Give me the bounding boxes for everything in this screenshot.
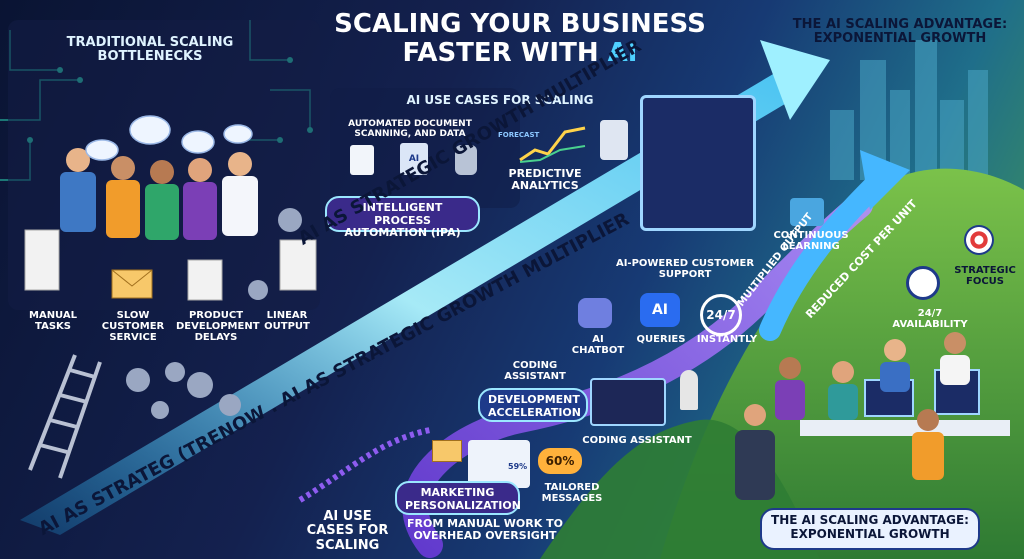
- instantly-label: INSTANTLY: [696, 334, 758, 345]
- pct60-badge: 60%: [538, 448, 582, 474]
- marketing-page-icon: [468, 440, 530, 488]
- left-header: TRADITIONAL SCALING BOTTLENECKS: [66, 35, 234, 65]
- dev-accel-pill: DEVELOPMENT ACCELERATION: [478, 388, 588, 422]
- doc-scan-label: AUTOMATED DOCUMENT SCANNING, AND DATA: [348, 119, 472, 139]
- robot-hand-icon: [455, 145, 477, 175]
- rocket-icon: [680, 370, 698, 410]
- predictive-analytics-label: PREDICTIVE ANALYTICS: [508, 167, 582, 193]
- marketing-pill: MARKETING PERSONALIZATION: [395, 481, 521, 515]
- title-line-2: FASTER WITH AI: [290, 37, 750, 68]
- bottleneck-linear-output: LINEAR OUTPUT: [264, 310, 310, 332]
- forecast-label: FORECAST: [498, 131, 540, 139]
- title-accent-ai: AI: [607, 37, 638, 68]
- bottleneck-product-development-delays: PRODUCT DEVELOPMENT DELAYS: [176, 310, 260, 343]
- microscope-icon: [600, 120, 628, 160]
- title-line-1: SCALING YOUR BUSINESS: [334, 9, 706, 39]
- bottleneck-slow-customer-service: SLOW CUSTOMER SERVICE: [101, 310, 165, 343]
- pct59-label: 59%: [508, 462, 528, 471]
- right-header: THE AI SCALING ADVANTAGE: EXPONENTIAL GR…: [792, 17, 1008, 47]
- ai-bubble-icon: AI: [640, 293, 680, 327]
- continuous-learning-label: CONTINUOUS LEARNING: [773, 230, 849, 252]
- ipa-pill: INTELLIGENT PROCESS AUTOMATION (IPA): [325, 196, 480, 239]
- document-icon: [350, 145, 374, 175]
- coding-assistant-bottom-label: CODING ASSISTANT: [582, 435, 692, 446]
- bottom-transition-label: FROM MANUAL WORK TO OVERHEAD OVERSIGHT: [407, 517, 563, 543]
- coding-assistant-top-label: CODING ASSISTANT: [504, 360, 566, 382]
- queries-label: QUERIES: [636, 334, 686, 345]
- strategic-focus-label: STRATEGIC FOCUS: [954, 265, 1016, 287]
- bottleneck-manual-tasks: MANUAL TASKS: [29, 310, 77, 332]
- availability-label: 24/7 AVAILABILITY: [892, 308, 968, 330]
- support-header: AI-POWERED CUSTOMER SUPPORT: [615, 258, 755, 280]
- chatbot-icon: [578, 298, 612, 328]
- target-icon: [964, 225, 994, 255]
- bottom-use-cases-label: AI USE CASES FOR SCALING: [306, 509, 389, 553]
- page-title: SCALING YOUR BUSINESS FASTER WITH AI: [290, 10, 750, 67]
- use-cases-header: AI USE CASES FOR SCALING: [406, 93, 594, 107]
- marketing-envelope-icon: [432, 440, 462, 462]
- tailored-messages-label: TAILORED MESSAGES: [541, 482, 603, 504]
- monitor-icon: [640, 95, 756, 231]
- availability-247-badge: 24/7: [700, 294, 742, 336]
- learning-book-icon: [790, 198, 824, 226]
- code-screen-icon: [590, 378, 666, 426]
- footer-advantage-pill: THE AI SCALING ADVANTAGE: EXPONENTIAL GR…: [760, 508, 980, 550]
- title-line-2-text: FASTER WITH: [402, 37, 608, 68]
- clock-icon: [906, 266, 940, 300]
- chatbot-label: AI CHATBOT: [571, 334, 625, 356]
- ai-scan-icon: AI: [400, 143, 428, 175]
